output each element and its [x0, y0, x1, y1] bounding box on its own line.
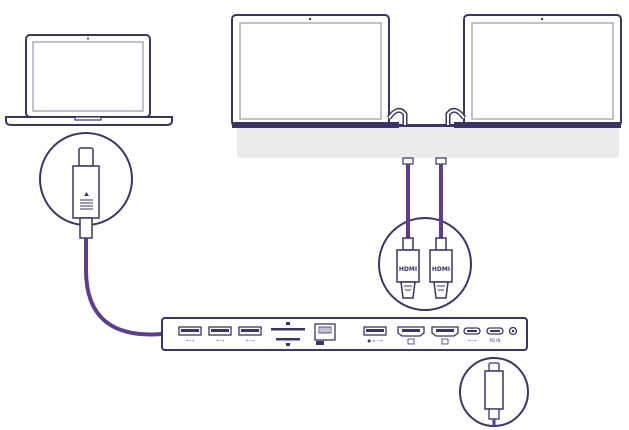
usb-c-tip-bottom [488, 362, 500, 372]
svg-text:•⟶: •⟶ [468, 338, 476, 343]
cable-laptop-to-dock [84, 238, 163, 337]
usb-c-housing-bottom [484, 370, 504, 410]
dock-port-usb-c-pd: PD IN [486, 327, 504, 343]
usb-c-tip-top [78, 147, 94, 167]
hdmi-plug-right-label: HDMI [432, 266, 450, 273]
hdmi-plug-right: HDMI [429, 218, 453, 299]
monitor-left-base [232, 122, 399, 128]
svg-text:● ≡ ⟶: ● ≡ ⟶ [367, 338, 382, 343]
laptop-base [5, 116, 173, 126]
cable-monitor-left-top-inner [388, 109, 406, 125]
cable-monitor-right-top-inner [447, 109, 465, 125]
dock-port-hdmi-1 [397, 326, 425, 345]
monitor-right [399, 14, 622, 128]
usb-c-housing-top [72, 165, 100, 219]
hdmi-magnifier-circle [378, 217, 472, 311]
dock-port-sd-tf [271, 322, 305, 346]
dock-port-hdmi-2 [431, 326, 459, 345]
hdmi-plug-left: HDMI [396, 218, 420, 299]
monitor-left-display [239, 22, 382, 120]
dock-port-usb-a-1: •⟶ [178, 326, 202, 343]
usb-c-strain-relief-top [79, 217, 93, 239]
dock-port-usb-a-2: •⟶ [208, 326, 232, 343]
laptop-display [32, 41, 144, 112]
monitor-right-camera [540, 17, 544, 21]
monitor-left-camera [308, 17, 312, 21]
monitor-right-base [454, 122, 621, 128]
monitor-shelf [237, 126, 619, 158]
laptop-notch [74, 116, 102, 121]
cable-right-connector [435, 157, 447, 165]
usb-c-strain-relief-bottom [488, 408, 500, 420]
docking-station: •⟶ •⟶ •⟶ [161, 317, 528, 351]
dock-port-usb-a-3: •⟶ [238, 326, 262, 343]
hdmi-plug-left-label: HDMI [399, 266, 417, 273]
shelf-edge-line [399, 124, 454, 127]
laptop-camera [87, 37, 89, 40]
dock-port-usb-c: •⟶ [463, 327, 481, 343]
hdmi-magnifier: HDMI HDMI [378, 217, 472, 311]
dock-body [161, 317, 528, 351]
cable-left-connector [402, 157, 414, 165]
dock-port-audio [508, 326, 518, 336]
laptop [5, 34, 173, 126]
monitor-right-display [471, 22, 614, 120]
svg-text:•⟶: •⟶ [246, 338, 254, 343]
svg-text:•⟶: •⟶ [216, 338, 224, 343]
usb-c-arrow-top [84, 192, 89, 196]
usb-c-magnifier-top [39, 132, 133, 239]
monitor-left [231, 14, 399, 128]
dock-port-ethernet [314, 323, 336, 345]
usb-c-magnifier-bottom [459, 357, 529, 427]
svg-text:PD IN: PD IN [490, 338, 501, 343]
dock-port-usb-a-10g: ● ≡ ⟶ [363, 326, 387, 343]
svg-text:•⟶: •⟶ [186, 338, 194, 343]
